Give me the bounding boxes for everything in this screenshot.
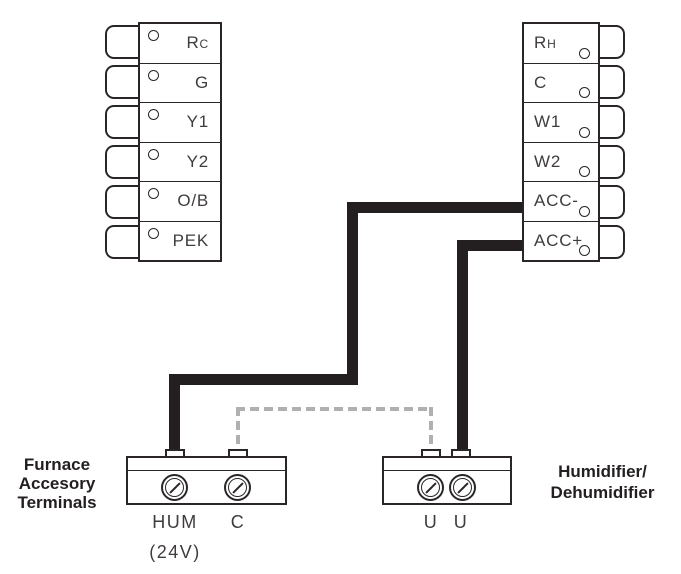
screw-terminal-icon: [449, 474, 476, 501]
screw-hole-icon: [579, 126, 590, 138]
screw-head-icon: [453, 478, 472, 497]
humidifier-terminal-block: [382, 456, 512, 505]
terminal-row-g: G: [140, 62, 220, 103]
terminal-row-acc-plus: ACC+: [524, 220, 598, 261]
furnace-terminal-label-c: C: [230, 512, 246, 532]
furnace-caption-line: Terminals: [17, 493, 97, 512]
terminal-row-ob: O/B: [140, 181, 220, 221]
humidifier-caption: Humidifier/ Dehumidifier: [524, 461, 681, 503]
connector-tab: [596, 65, 625, 99]
terminal-label-ob: O/B: [177, 191, 209, 211]
humidifier-caption-line: Humidifier/: [558, 462, 647, 481]
connector-tab: [105, 145, 141, 179]
left-terminal-block: RC G Y1 Y2 O/B PEK: [138, 22, 222, 262]
screw-hole-icon: [579, 166, 590, 177]
screw-terminal-icon: [224, 474, 251, 501]
terminal-row-y1: Y1: [140, 102, 220, 142]
connector-tab: [105, 105, 141, 139]
screw-hole-icon: [579, 87, 590, 98]
terminal-row-w2: W2: [524, 141, 598, 182]
connector-tab: [596, 225, 625, 259]
screw-hole-icon: [579, 245, 590, 256]
humidifier-terminal-label-u2: U: [453, 512, 469, 532]
connector-tab: [596, 145, 625, 179]
furnace-caption-line: Furnace: [23, 455, 91, 474]
terminal-row-rh: RH: [524, 24, 598, 63]
wire-acc-minus-to-hum: [169, 374, 358, 385]
screw-hole-icon: [148, 148, 159, 160]
terminal-label-w2: W2: [534, 151, 562, 171]
wire-entry-tab: [228, 449, 248, 458]
connector-tab: [105, 185, 141, 219]
screw-terminal-icon: [161, 474, 188, 501]
terminal-row-pek: PEK: [140, 220, 220, 261]
furnace-caption: Furnace Accesory Terminals: [0, 455, 114, 512]
terminal-row-c: C: [524, 62, 598, 103]
connector-tab: [105, 225, 141, 259]
dashed-wire-c-to-u: [429, 407, 433, 456]
terminal-block-strip: [128, 458, 285, 471]
wire-entry-tab: [451, 449, 471, 458]
terminal-row-rc: RC: [140, 24, 220, 63]
screw-hole-icon: [579, 205, 590, 217]
screw-hole-icon: [579, 47, 590, 59]
furnace-terminal-block: [126, 456, 287, 505]
dashed-wire-c-to-u: [236, 407, 433, 411]
terminal-label-y2: Y2: [186, 151, 209, 171]
screw-head-icon: [165, 478, 184, 497]
terminal-label-c: C: [534, 72, 548, 92]
screw-hole-icon: [148, 30, 159, 41]
terminal-block-strip: [384, 458, 510, 471]
wire-acc-minus-to-hum: [347, 202, 358, 385]
wire-acc-minus-to-hum: [347, 202, 524, 213]
screw-hole-icon: [148, 109, 159, 120]
wire-entry-tab: [165, 449, 185, 458]
terminal-label-w1: W1: [534, 112, 562, 132]
terminal-label-acc-plus: ACC+: [534, 230, 584, 250]
terminal-label-acc-minus: ACC-: [534, 191, 579, 211]
right-terminal-block: RH C W1 W2 ACC- ACC+: [522, 22, 600, 262]
screw-hole-icon: [148, 188, 159, 199]
terminal-row-w1: W1: [524, 102, 598, 142]
dashed-wire-c-to-u: [236, 407, 240, 456]
screw-terminal-icon: [417, 474, 444, 501]
humidifier-caption-line: Dehumidifier: [550, 483, 655, 502]
furnace-voltage-note: (24V): [149, 542, 201, 562]
wire-acc-plus-to-u: [457, 240, 524, 251]
terminal-label-y1: Y1: [186, 112, 209, 132]
screw-hole-icon: [148, 69, 159, 81]
furnace-terminal-label-hum: HUM: [152, 512, 198, 532]
connector-tab: [105, 65, 141, 99]
screw-head-icon: [421, 478, 440, 497]
wire-acc-minus-to-hum: [169, 374, 180, 458]
screw-hole-icon: [148, 227, 159, 239]
connector-tab: [596, 25, 625, 59]
wire-acc-plus-to-u: [457, 240, 468, 458]
connector-tab: [596, 105, 625, 139]
terminal-label-rc: RC: [186, 33, 209, 53]
terminal-row-acc-minus: ACC-: [524, 181, 598, 221]
connector-tab: [105, 25, 141, 59]
terminal-label-rh: RH: [534, 33, 557, 53]
terminal-label-g: G: [194, 72, 209, 92]
wire-entry-tab: [421, 449, 441, 458]
screw-head-icon: [228, 478, 247, 497]
terminal-label-pek: PEK: [172, 230, 209, 250]
terminal-row-y2: Y2: [140, 141, 220, 182]
furnace-caption-line: Accesory: [18, 474, 96, 493]
humidifier-terminal-label-u1: U: [423, 512, 439, 532]
connector-tab: [596, 185, 625, 219]
